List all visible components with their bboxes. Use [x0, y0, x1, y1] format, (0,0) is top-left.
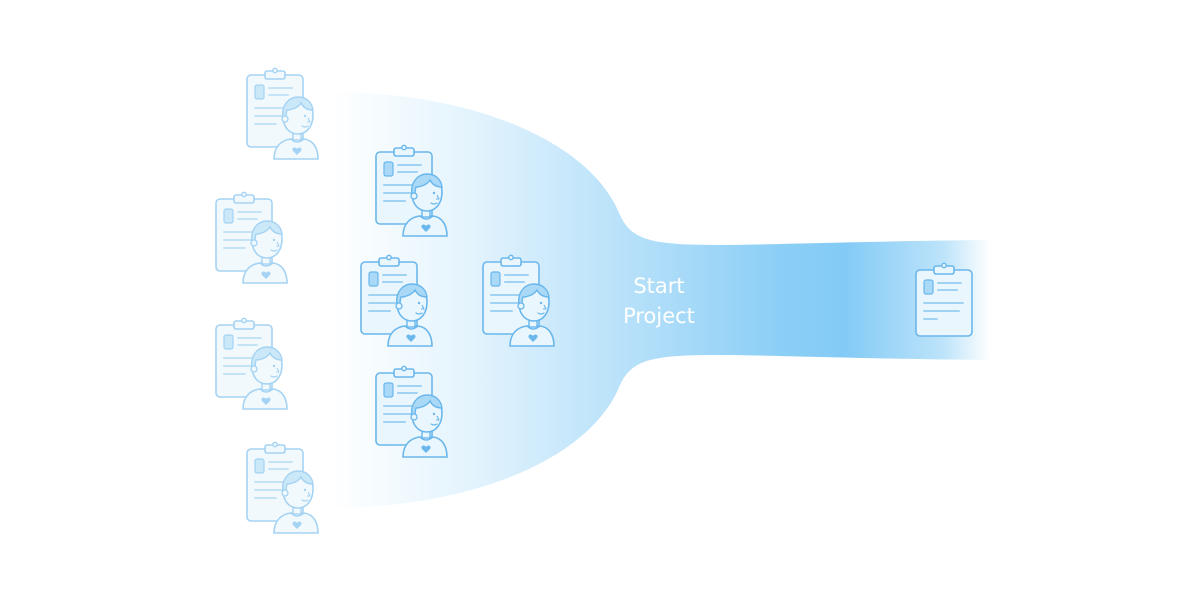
candidate-icon — [215, 317, 288, 410]
label-start: Start — [633, 274, 684, 298]
result-clipboard-icon — [914, 262, 974, 338]
candidate-icon — [246, 67, 319, 160]
candidate-icon — [215, 191, 288, 284]
funnel-label: Start Project — [623, 274, 695, 328]
candidate-icon — [246, 441, 319, 534]
funnel-shape — [330, 92, 990, 508]
label-project: Project — [623, 304, 695, 328]
